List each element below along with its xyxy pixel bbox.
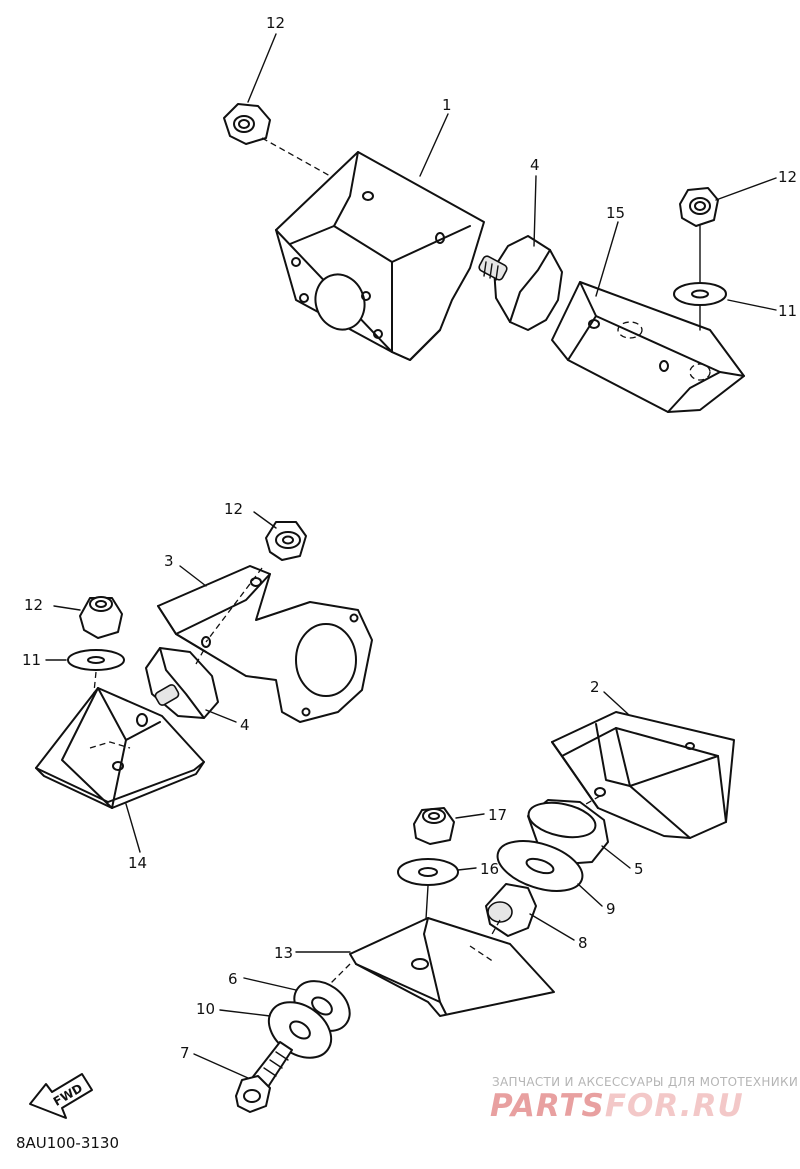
part-1-engine-bracket (275, 151, 485, 361)
callout-9: 9 (606, 900, 616, 918)
callout-12: 12 (224, 500, 243, 518)
part-12-nut-left (79, 596, 123, 639)
part-12-nut-top-left (223, 103, 271, 145)
callout-10: 10 (196, 1000, 215, 1018)
part-9-washer (496, 840, 584, 892)
diagram-code: 8AU100-3130 (16, 1134, 119, 1152)
svg-text:PARTSFOR.RU: PARTSFOR.RU (490, 1088, 744, 1124)
part-3-front-bracket (157, 565, 373, 723)
callout-2: 2 (590, 678, 600, 696)
callout-12: 12 (24, 596, 43, 614)
callout-numbers: 12 1 4 15 12 11 12 3 12 11 4 14 2 17 16 … (22, 14, 797, 1062)
part-14-left-bracket (35, 687, 205, 809)
callout-1: 1 (442, 96, 452, 114)
callout-11: 11 (22, 651, 41, 669)
callout-8: 8 (578, 934, 588, 952)
callout-7: 7 (180, 1044, 190, 1062)
callout-6: 6 (228, 970, 238, 988)
watermark-logo-accent: FOR.RU (605, 1088, 744, 1124)
part-7-bolt (235, 1041, 293, 1113)
callout-4: 4 (530, 156, 540, 174)
part-12-nut-top-right (679, 187, 719, 227)
callout-5: 5 (634, 860, 644, 878)
part-11-washer-left (67, 649, 125, 671)
callout-3: 3 (164, 552, 174, 570)
callout-16: 16 (480, 860, 499, 878)
fwd-arrow-icon: FWD (29, 1073, 93, 1119)
part-13-lower-bracket (349, 917, 555, 1017)
part-17-nut (413, 807, 455, 845)
callout-12: 12 (266, 14, 285, 32)
part-4-damper-left (145, 645, 219, 719)
part-15-rear-bracket (551, 281, 745, 413)
part-11-washer-top-right (673, 282, 727, 306)
callout-15: 15 (606, 204, 625, 222)
watermark-logo-main: PARTS (490, 1088, 605, 1124)
callout-12: 12 (778, 168, 797, 186)
part-16-washer (397, 858, 459, 886)
callout-4: 4 (240, 716, 250, 734)
part-4-damper-top (478, 235, 563, 331)
part-12-nut-middle (265, 521, 307, 561)
part-8-collar (485, 883, 537, 937)
callout-13: 13 (274, 944, 293, 962)
leader-lines (45, 33, 777, 1079)
watermark-caption: ЗАПЧАСТИ И АКСЕССУАРЫ ДЛЯ МОТОТЕХНИКИ (492, 1075, 798, 1089)
callout-11: 11 (778, 302, 797, 320)
callout-17: 17 (488, 806, 507, 824)
watermark-logo: ЗАПЧАСТИ И АКСЕССУАРЫ ДЛЯ МОТОТЕХНИКИ PA… (490, 1075, 798, 1124)
callout-14: 14 (128, 854, 147, 872)
